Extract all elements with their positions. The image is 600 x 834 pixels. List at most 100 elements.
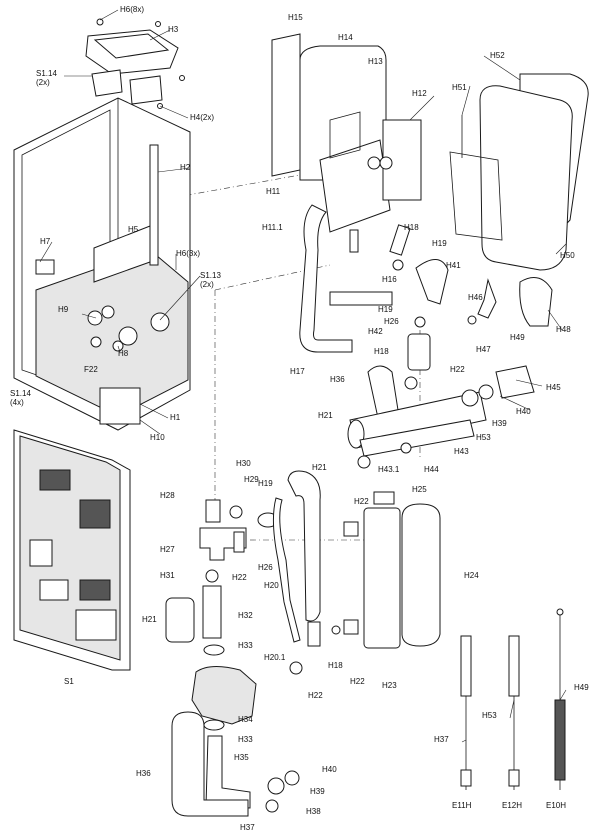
- part-label-line: H22: [232, 573, 247, 582]
- part-label: H36: [136, 769, 151, 778]
- pipe-h20-h21: [165, 470, 341, 675]
- part-label-line: H31: [160, 571, 175, 580]
- part-label-line: (4x): [10, 398, 24, 407]
- part-label: S1: [64, 677, 74, 686]
- part-label-line: H29: [244, 475, 259, 484]
- part-label-line: H28: [160, 491, 175, 500]
- part-label: H22: [232, 573, 247, 582]
- part-label: E12H: [502, 801, 522, 810]
- part-label-line: H19: [432, 239, 447, 248]
- part-label: H10: [150, 433, 165, 442]
- part-label: H34: [238, 715, 253, 724]
- part-label-line: H33: [238, 641, 253, 650]
- part-label-line: H6(3x): [176, 249, 200, 258]
- part-label: H48: [556, 325, 571, 334]
- part-label-line: H15: [288, 13, 303, 22]
- part-label-line: (2x): [36, 78, 50, 87]
- part-label: H33: [238, 735, 253, 744]
- part-label: H43: [454, 447, 469, 456]
- part-label-line: H48: [556, 325, 571, 334]
- part-label: H3: [168, 25, 179, 34]
- part-label: E11H: [452, 801, 472, 810]
- part-label-line: H26: [384, 317, 399, 326]
- part-label-line: H22: [354, 497, 369, 506]
- part-label-line: H11: [266, 187, 281, 196]
- part-label-line: H6(8x): [120, 5, 144, 14]
- heat-exchanger-h14: [271, 33, 422, 233]
- part-label-line: H34: [238, 715, 253, 724]
- expansion-vessel-h50: [449, 73, 589, 327]
- part-label: H47: [476, 345, 491, 354]
- part-label: H30: [236, 459, 251, 468]
- part-label-line: H22: [350, 677, 365, 686]
- part-label-line: H47: [476, 345, 491, 354]
- part-label-line: H23: [382, 681, 397, 690]
- pipe-h17: [299, 204, 393, 353]
- part-label: H6(3x): [176, 249, 200, 258]
- part-label-line: (2x): [200, 280, 214, 289]
- part-label-line: H27: [160, 545, 175, 554]
- part-label-line: S1.14: [36, 69, 57, 78]
- part-label: H19: [432, 239, 447, 248]
- part-label-line: H21: [318, 411, 333, 420]
- part-label-line: H16: [382, 275, 397, 284]
- part-label: H15: [288, 13, 303, 22]
- part-label: H35: [234, 753, 249, 762]
- part-label-line: H40: [516, 407, 531, 416]
- part-label-line: H11.1: [262, 223, 283, 232]
- part-label-line: E10H: [546, 801, 566, 810]
- part-label: H19: [258, 479, 273, 488]
- part-label-line: H10: [150, 433, 165, 442]
- part-label-line: S1.14: [10, 389, 31, 398]
- part-label-line: H52: [490, 51, 505, 60]
- part-label-line: H32: [238, 611, 253, 620]
- part-label: H2: [180, 163, 191, 172]
- part-label: H11: [266, 187, 281, 196]
- electric-heater-h23: [343, 491, 441, 649]
- part-label: H20.1: [264, 653, 286, 662]
- part-label-line: H39: [310, 787, 325, 796]
- part-label: H26: [258, 563, 273, 572]
- part-label: H51: [452, 83, 467, 92]
- part-label: H18: [328, 661, 343, 670]
- part-label: H18: [404, 223, 419, 232]
- part-label: H46: [468, 293, 483, 302]
- part-label-line: H30: [236, 459, 251, 468]
- part-label-line: H22: [450, 365, 465, 374]
- part-label: H53: [482, 711, 497, 720]
- part-label-line: H36: [330, 375, 345, 384]
- part-label-line: H18: [404, 223, 419, 232]
- part-label: H32: [238, 611, 253, 620]
- part-label: H17: [290, 367, 305, 376]
- part-label: H22: [354, 497, 369, 506]
- part-label: H23: [382, 681, 397, 690]
- part-label-line: H50: [560, 251, 575, 260]
- sensors: [460, 608, 566, 790]
- part-label-line: H17: [290, 367, 305, 376]
- control-box-s1: [13, 429, 131, 671]
- part-label-line: H38: [306, 807, 321, 816]
- leader-lines: [39, 9, 567, 743]
- part-label-line: H41: [446, 261, 461, 270]
- part-label: H52: [490, 51, 505, 60]
- part-label: H22: [450, 365, 465, 374]
- part-label-line: H39: [492, 419, 507, 428]
- part-label-line: H51: [452, 83, 467, 92]
- part-label: H39: [310, 787, 325, 796]
- part-label: H6(8x): [120, 5, 144, 14]
- part-label: H18: [374, 347, 389, 356]
- part-label-line: H24: [464, 571, 479, 580]
- pipe-h36-bottom: [171, 711, 300, 817]
- part-label-line: H53: [482, 711, 497, 720]
- part-label: H25: [412, 485, 427, 494]
- part-label: S1.14(2x): [36, 69, 57, 87]
- part-label: H49: [510, 333, 525, 342]
- part-label-line: H20.1: [264, 653, 286, 662]
- part-label-line: H45: [546, 383, 561, 392]
- part-label: H21: [318, 411, 333, 420]
- part-label-line: H19: [258, 479, 273, 488]
- part-label: H49: [574, 683, 589, 692]
- part-label-line: H21: [142, 615, 157, 624]
- part-label-line: H42: [368, 327, 383, 336]
